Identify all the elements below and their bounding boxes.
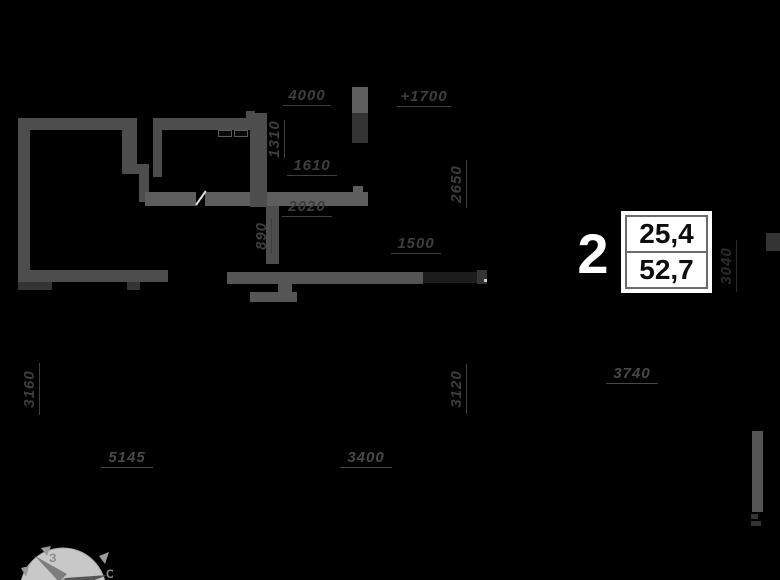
wall-segment (352, 113, 368, 143)
compass-west-label: З (49, 551, 57, 565)
dim-label-top-width: 4000 (283, 88, 331, 106)
wall-segment (18, 270, 168, 282)
wall-segment (122, 118, 137, 174)
under-window-strip (423, 272, 477, 283)
balcony-wall-segment (752, 431, 763, 512)
wall-segment (145, 192, 196, 206)
living-area-value: 25,4 (639, 218, 694, 249)
wall-segment (352, 87, 368, 113)
area-box-divider (627, 251, 706, 253)
compass-rose-icon: З С (20, 546, 113, 580)
dim-label-wall-lower: 890 (253, 218, 272, 254)
wall-segment (127, 282, 140, 290)
wall-segment (18, 118, 30, 282)
dim-label-left-height: 3160 (21, 363, 40, 415)
door-hinge-dot (484, 279, 487, 282)
wall-segment (153, 118, 253, 130)
dim-label-level-mark: +1700 (397, 89, 451, 107)
wall-segment (153, 130, 162, 177)
dim-label-bottom-left-width: 5145 (101, 450, 153, 468)
wall-segment (250, 292, 297, 302)
wall-mark (766, 233, 780, 251)
wall-segment (227, 272, 423, 284)
wall-segment (266, 206, 279, 264)
dim-label-mid-height-lower: 3120 (448, 364, 467, 414)
wall-segment (139, 164, 149, 202)
dim-label-bottom-mid-width: 3400 (340, 450, 392, 468)
apartment-area-box: 25,4 52,7 (621, 211, 712, 293)
window-icon (234, 130, 248, 137)
wall-segment (278, 284, 292, 294)
total-area-value: 52,7 (639, 254, 694, 285)
compass-north-label: С (106, 567, 113, 580)
wall-mark (751, 521, 761, 526)
door-jamb (477, 270, 487, 284)
wall-segment (18, 282, 52, 290)
wall-segment (250, 113, 267, 207)
apartment-rooms-count: 2 (577, 222, 609, 285)
dim-label-hall-width: 2020 (282, 199, 332, 217)
dim-label-right-height: 3040 (718, 240, 737, 292)
dim-label-wall-upper: 1310 (266, 120, 285, 158)
wall-segment (18, 118, 137, 130)
dim-label-right-room-width: 3740 (606, 366, 658, 384)
dim-label-mid-height-upper: 2650 (448, 160, 467, 208)
dim-label-opening-width: 1500 (391, 236, 441, 254)
window-icon (218, 130, 232, 137)
wall-segment (122, 164, 149, 174)
wall-mark (751, 514, 758, 519)
wall-segment (353, 186, 363, 193)
wall-segment (205, 192, 368, 206)
dim-label-kitchen-width: 1610 (287, 158, 337, 176)
